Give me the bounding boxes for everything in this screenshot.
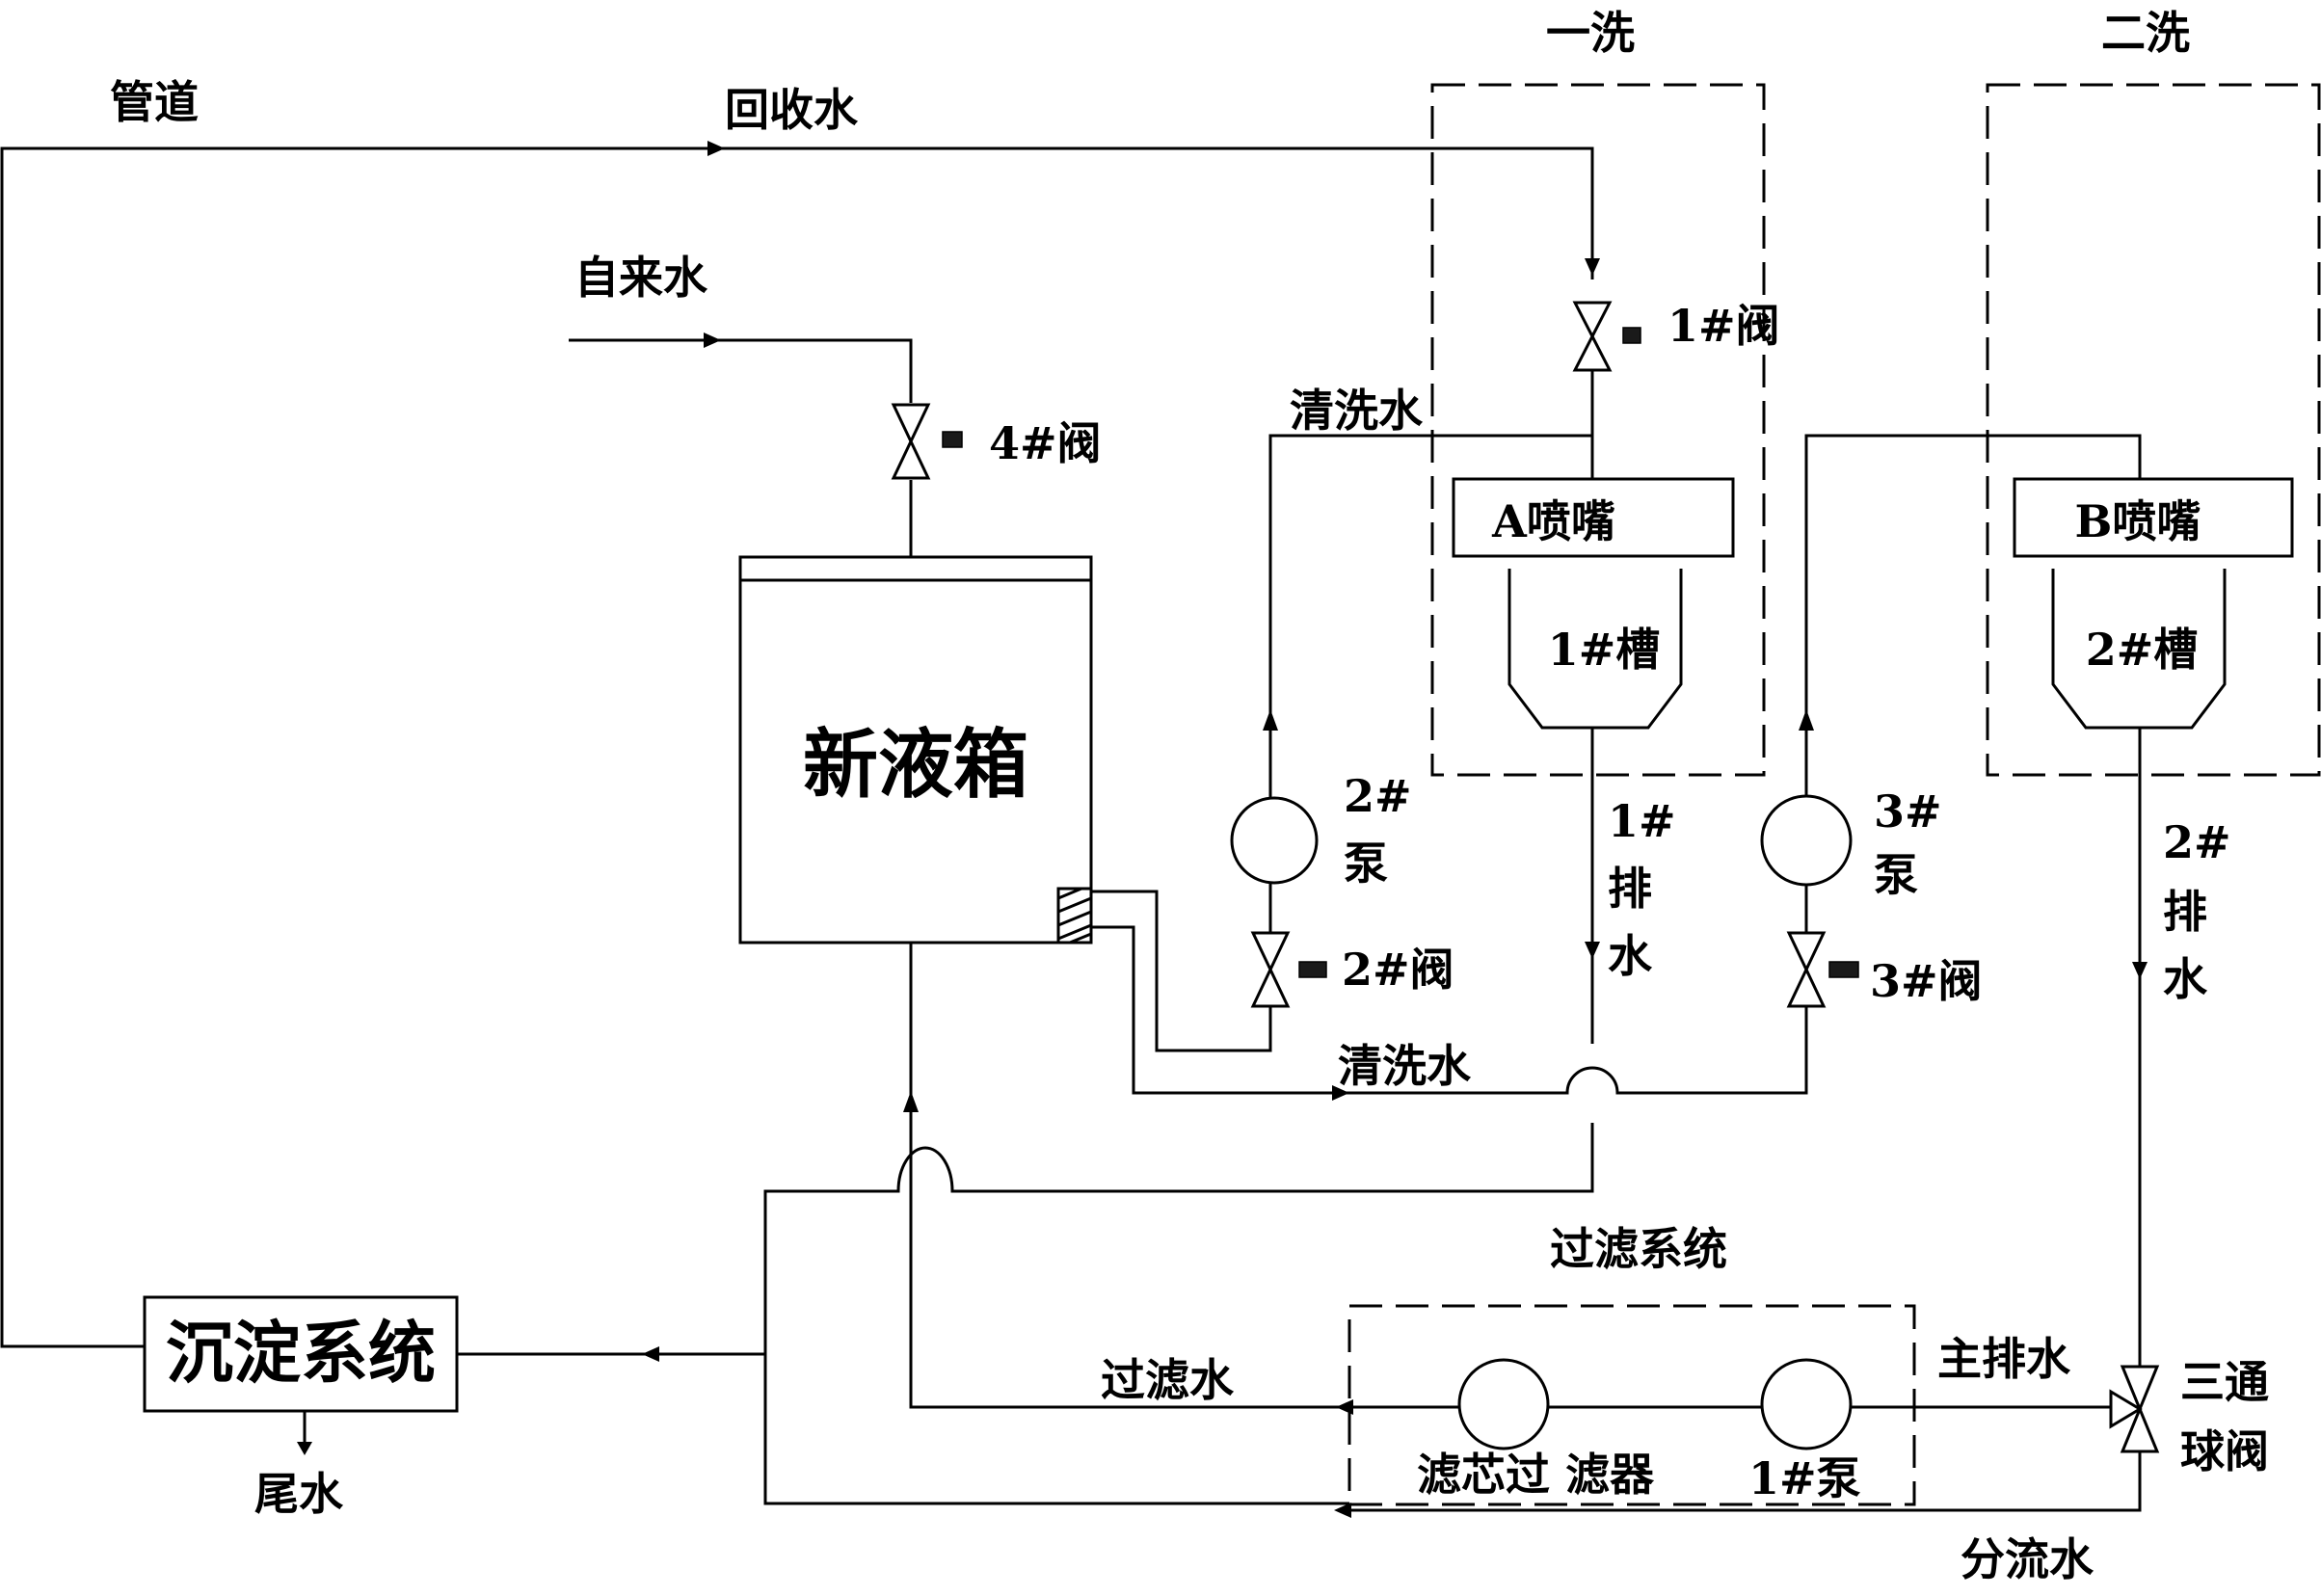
filter-cartridge-label: 滤芯过 滤器 [1417,1449,1655,1501]
filter-cartridge [1457,1358,1550,1450]
valve-1-label: 1#阀 [1667,300,1780,352]
sediment-system-label: 沉淀系统 [166,1313,436,1393]
sediment-system [143,1295,459,1413]
nozzle-a-label: A喷嘴 [1491,495,1615,547]
cleaning-water-top-label: 清洗水 [1290,385,1424,437]
three-way-valve-label-line2: 球阀 [2180,1425,2269,1477]
arrow-filtered-water [1336,1399,1353,1415]
tank-2-label: 2#槽 [2086,624,2199,676]
arrow-recycled-water [707,141,725,156]
new-liquid-tank-label: 新液箱 [803,721,1028,809]
valve-2 [1250,931,1327,1008]
pump-3-label-line2: 泵 [1874,849,1918,901]
tail-water-label: 尾水 [254,1468,344,1520]
arrow-tap-water [704,332,721,348]
valve-3-label: 3#阀 [1870,955,1983,1007]
nozzle-a [1452,477,1735,558]
pump-1-label: 1#泵 [1748,1452,1861,1504]
nozzle-b [2013,477,2294,558]
valve-4 [891,403,963,480]
cleaning-water-mid-label: 清洗水 [1338,1040,1472,1092]
valve-3 [1786,931,1859,1008]
first-wash-label: 一洗 [1546,7,1635,59]
drain-1-label-line3: 水 [1608,930,1653,982]
split-water-label: 分流水 [1961,1533,2094,1585]
tank-outlet-strainer [1056,887,1093,944]
new-liquid-tank [738,555,1093,944]
pump-3-suction-pipe [1091,884,1808,1095]
pump-2 [1230,796,1319,885]
drain-1-label-line1: 1# [1608,795,1676,847]
second-wash-zone [1986,83,2321,777]
arrow-cleaning-water [1332,1085,1349,1101]
recycled-water-label: 回收水 [725,84,859,136]
filter-system-label: 过滤系统 [1550,1223,1727,1275]
arrow-to-sediment [642,1346,659,1362]
tap-water-pipe [569,338,913,403]
tank-1 [1507,569,1683,730]
recycled-water-pipe [0,146,1594,1348]
filter-system-zone [1347,1304,1916,1506]
pump-3 [1760,794,1853,887]
pump-2-discharge-pipe [1268,434,1592,797]
pipe-label: 管道 [110,76,199,128]
valve-2-label: 2#阀 [1342,944,1454,996]
three-way-valve-label-line1: 三通 [2180,1356,2269,1408]
arrow-tail-water [297,1442,312,1455]
filtered-water-pipe [909,944,1459,1409]
drain-2-label-line2: 排 [2163,886,2207,938]
drain-1-return-pipe [763,1123,1594,1505]
first-wash-zone [1430,83,1766,777]
valve-4-label: 4#阀 [989,417,1102,469]
tank-2 [2051,569,2227,730]
arrow-return-to-tank [903,1091,919,1112]
split-water-pipe [1340,1451,2142,1512]
drain-1-label-line2: 排 [1608,863,1652,915]
three-way-ball-valve [2109,1365,2160,1453]
drain-2-label-line1: 2# [2163,816,2231,868]
main-drain-label: 主排水 [1937,1333,2071,1385]
arrow-pump-2-up [1263,709,1278,731]
tap-water-label: 自来水 [574,252,708,304]
drain-2-label-line3: 水 [2163,953,2208,1005]
arrow-split-water [1334,1503,1351,1518]
arrow-pump-3-up [1799,709,1814,731]
second-wash-label: 二洗 [2101,7,2190,59]
arrow-drain-1-down [1585,942,1600,959]
pump-3-label-line1: 3# [1874,785,1942,838]
pump-3-discharge-pipe [1804,434,2142,797]
pump-1 [1760,1358,1853,1450]
pump-2-label-line1: 2# [1344,770,1412,822]
pump-2-label-line2: 泵 [1344,838,1388,890]
arrow-drain-2-down [2132,962,2148,979]
valve-1 [1572,301,1641,372]
pump-2-suction-pipe [1091,884,1272,1052]
filtered-water-label: 过滤水 [1101,1354,1235,1406]
arrow-valve-1-down [1585,258,1600,276]
tank-1-label: 1#槽 [1548,624,1661,676]
nozzle-b-label: B喷嘴 [2075,495,2201,547]
